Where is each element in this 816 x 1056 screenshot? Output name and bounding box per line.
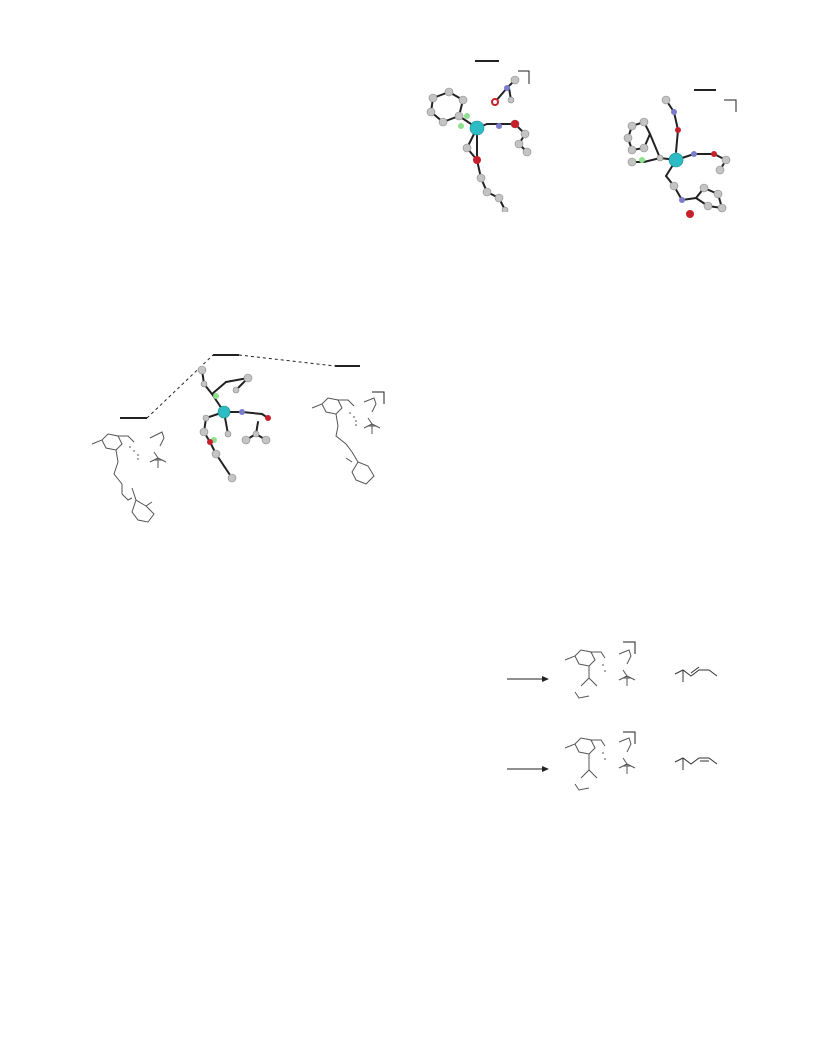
chlorine-atom: [213, 393, 219, 399]
carbon-atoms: [623, 95, 731, 213]
nitrogen-atom: [504, 85, 510, 91]
left-2d-svg: [91, 431, 167, 523]
energy-profile-svg: [120, 354, 360, 419]
reaction-arrow: [507, 766, 549, 772]
energy-profile-left-2d: [88, 422, 176, 528]
top-left-3d-svg: [426, 60, 532, 212]
carbon-atoms: [426, 75, 532, 212]
oxygen-atom: [675, 127, 681, 133]
nitrogen-atom: [691, 151, 697, 157]
scheme-row-1-svg: [507, 641, 718, 699]
oxygen-atom: [207, 439, 213, 445]
scheme-row-1: [505, 640, 735, 705]
line-structure: [564, 737, 636, 791]
alkene-fragment: [674, 757, 718, 770]
chlorine-atom: [464, 113, 470, 119]
reaction-arrow: [507, 676, 549, 682]
bond-network: [201, 369, 269, 479]
scheme-row-2-svg: [507, 731, 718, 791]
bracket-mark: [623, 731, 636, 744]
chlorine-atom: [458, 123, 464, 129]
oxygen-atom: [711, 151, 717, 157]
metal-atom: [469, 120, 485, 136]
bracket-mark: [372, 391, 385, 404]
nitrogen-atom: [239, 409, 245, 415]
line-structure: [91, 431, 167, 523]
alkene-fragment: [674, 666, 718, 682]
connector-right: [238, 354, 336, 367]
line-structure: [564, 649, 636, 699]
metal-atom: [217, 405, 231, 419]
line-structure: [311, 397, 381, 485]
top-left-3d-structure: [415, 52, 565, 212]
bracket-mark: [518, 70, 530, 84]
scheme-row-2: [505, 730, 735, 800]
oxygen-atom: [491, 98, 499, 106]
nitrogen-atom: [671, 109, 677, 115]
oxygen-atom: [265, 415, 271, 421]
oxygen-atom: [686, 210, 694, 218]
oxygen-atom: [511, 120, 519, 128]
bracket-mark: [623, 641, 636, 654]
metal-atom: [668, 152, 684, 168]
top-right-3d-svg: [623, 89, 737, 218]
top-right-3d-structure: [618, 82, 744, 228]
carbon-atoms: [197, 365, 271, 483]
energy-profile-right-2d: [308, 390, 388, 490]
energy-profile-center-3d: [192, 362, 282, 486]
chlorine-atom: [639, 157, 645, 163]
right-2d-svg: [311, 391, 385, 485]
nitrogen-atom: [496, 123, 502, 129]
bracket-mark: [724, 99, 737, 112]
oxygen-atom: [473, 156, 481, 164]
nitrogen-atom: [679, 197, 685, 203]
center-3d-svg: [197, 365, 271, 483]
energy-profile-connectors: [115, 350, 365, 425]
